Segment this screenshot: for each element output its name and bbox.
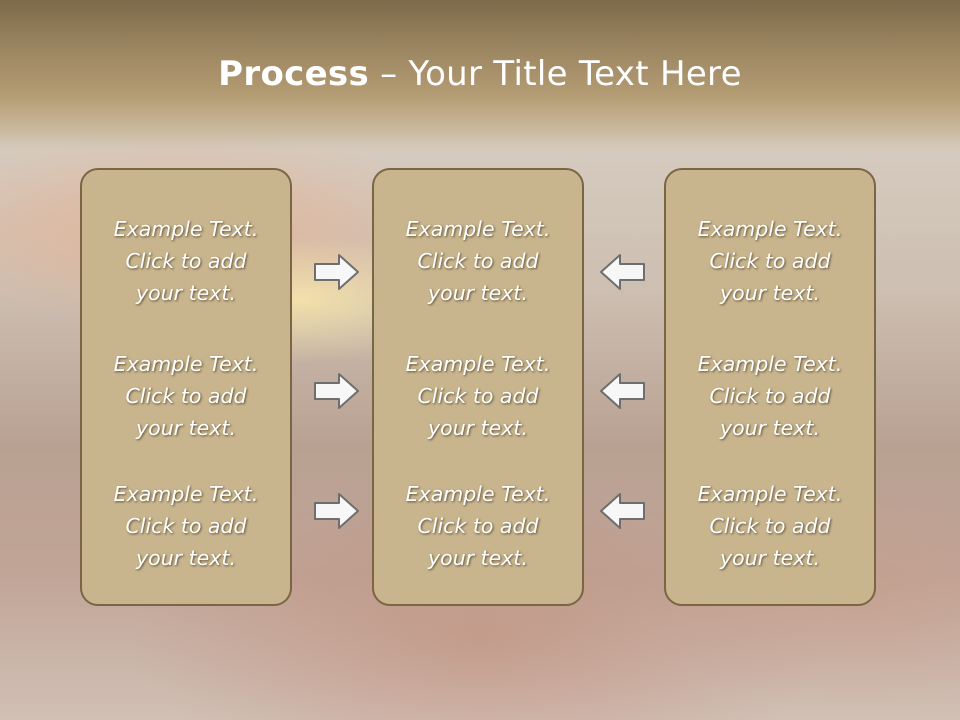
text-line: your text.: [136, 281, 236, 305]
text-line: Example Text.: [697, 217, 843, 241]
text-line: your text.: [428, 546, 528, 570]
text-placeholder[interactable]: Example Text. Click to add your text.: [374, 213, 582, 309]
right-arrow-icon: [314, 254, 359, 290]
process-panel-left[interactable]: Example Text. Click to add your text. Ex…: [80, 168, 292, 606]
text-line: your text.: [136, 546, 236, 570]
left-arrow-icon: [600, 254, 645, 290]
text-line: your text.: [720, 416, 820, 440]
text-line: Example Text.: [113, 217, 259, 241]
right-arrow-icon: [314, 373, 359, 409]
text-line: Click to add: [709, 384, 831, 408]
text-line: Click to add: [709, 249, 831, 273]
text-line: your text.: [136, 416, 236, 440]
text-placeholder[interactable]: Example Text. Click to add your text.: [82, 478, 290, 574]
text-line: your text.: [720, 546, 820, 570]
title-rest: – Your Title Text Here: [369, 54, 742, 94]
text-line: Example Text.: [697, 482, 843, 506]
process-panel-center[interactable]: Example Text. Click to add your text. Ex…: [372, 168, 584, 606]
left-arrow-icon: [600, 493, 645, 529]
title-band: [0, 0, 960, 150]
text-line: Click to add: [417, 384, 539, 408]
text-line: Click to add: [709, 514, 831, 538]
right-arrow-icon: [314, 493, 359, 529]
text-line: Click to add: [125, 249, 247, 273]
text-line: Example Text.: [405, 217, 551, 241]
text-line: Example Text.: [405, 352, 551, 376]
text-placeholder[interactable]: Example Text. Click to add your text.: [82, 213, 290, 309]
text-placeholder[interactable]: Example Text. Click to add your text.: [374, 478, 582, 574]
text-placeholder[interactable]: Example Text. Click to add your text.: [666, 213, 874, 309]
text-placeholder[interactable]: Example Text. Click to add your text.: [82, 348, 290, 444]
text-line: Click to add: [417, 249, 539, 273]
text-line: Click to add: [125, 384, 247, 408]
left-arrow-icon: [600, 373, 645, 409]
text-line: Click to add: [417, 514, 539, 538]
text-line: your text.: [428, 281, 528, 305]
text-placeholder[interactable]: Example Text. Click to add your text.: [374, 348, 582, 444]
slide-title[interactable]: Process – Your Title Text Here: [0, 54, 960, 94]
text-line: your text.: [720, 281, 820, 305]
text-line: Example Text.: [113, 352, 259, 376]
text-line: Example Text.: [697, 352, 843, 376]
text-placeholder[interactable]: Example Text. Click to add your text.: [666, 348, 874, 444]
process-panel-right[interactable]: Example Text. Click to add your text. Ex…: [664, 168, 876, 606]
text-line: your text.: [428, 416, 528, 440]
text-line: Example Text.: [405, 482, 551, 506]
text-placeholder[interactable]: Example Text. Click to add your text.: [666, 478, 874, 574]
text-line: Example Text.: [113, 482, 259, 506]
text-line: Click to add: [125, 514, 247, 538]
title-bold: Process: [218, 54, 370, 94]
